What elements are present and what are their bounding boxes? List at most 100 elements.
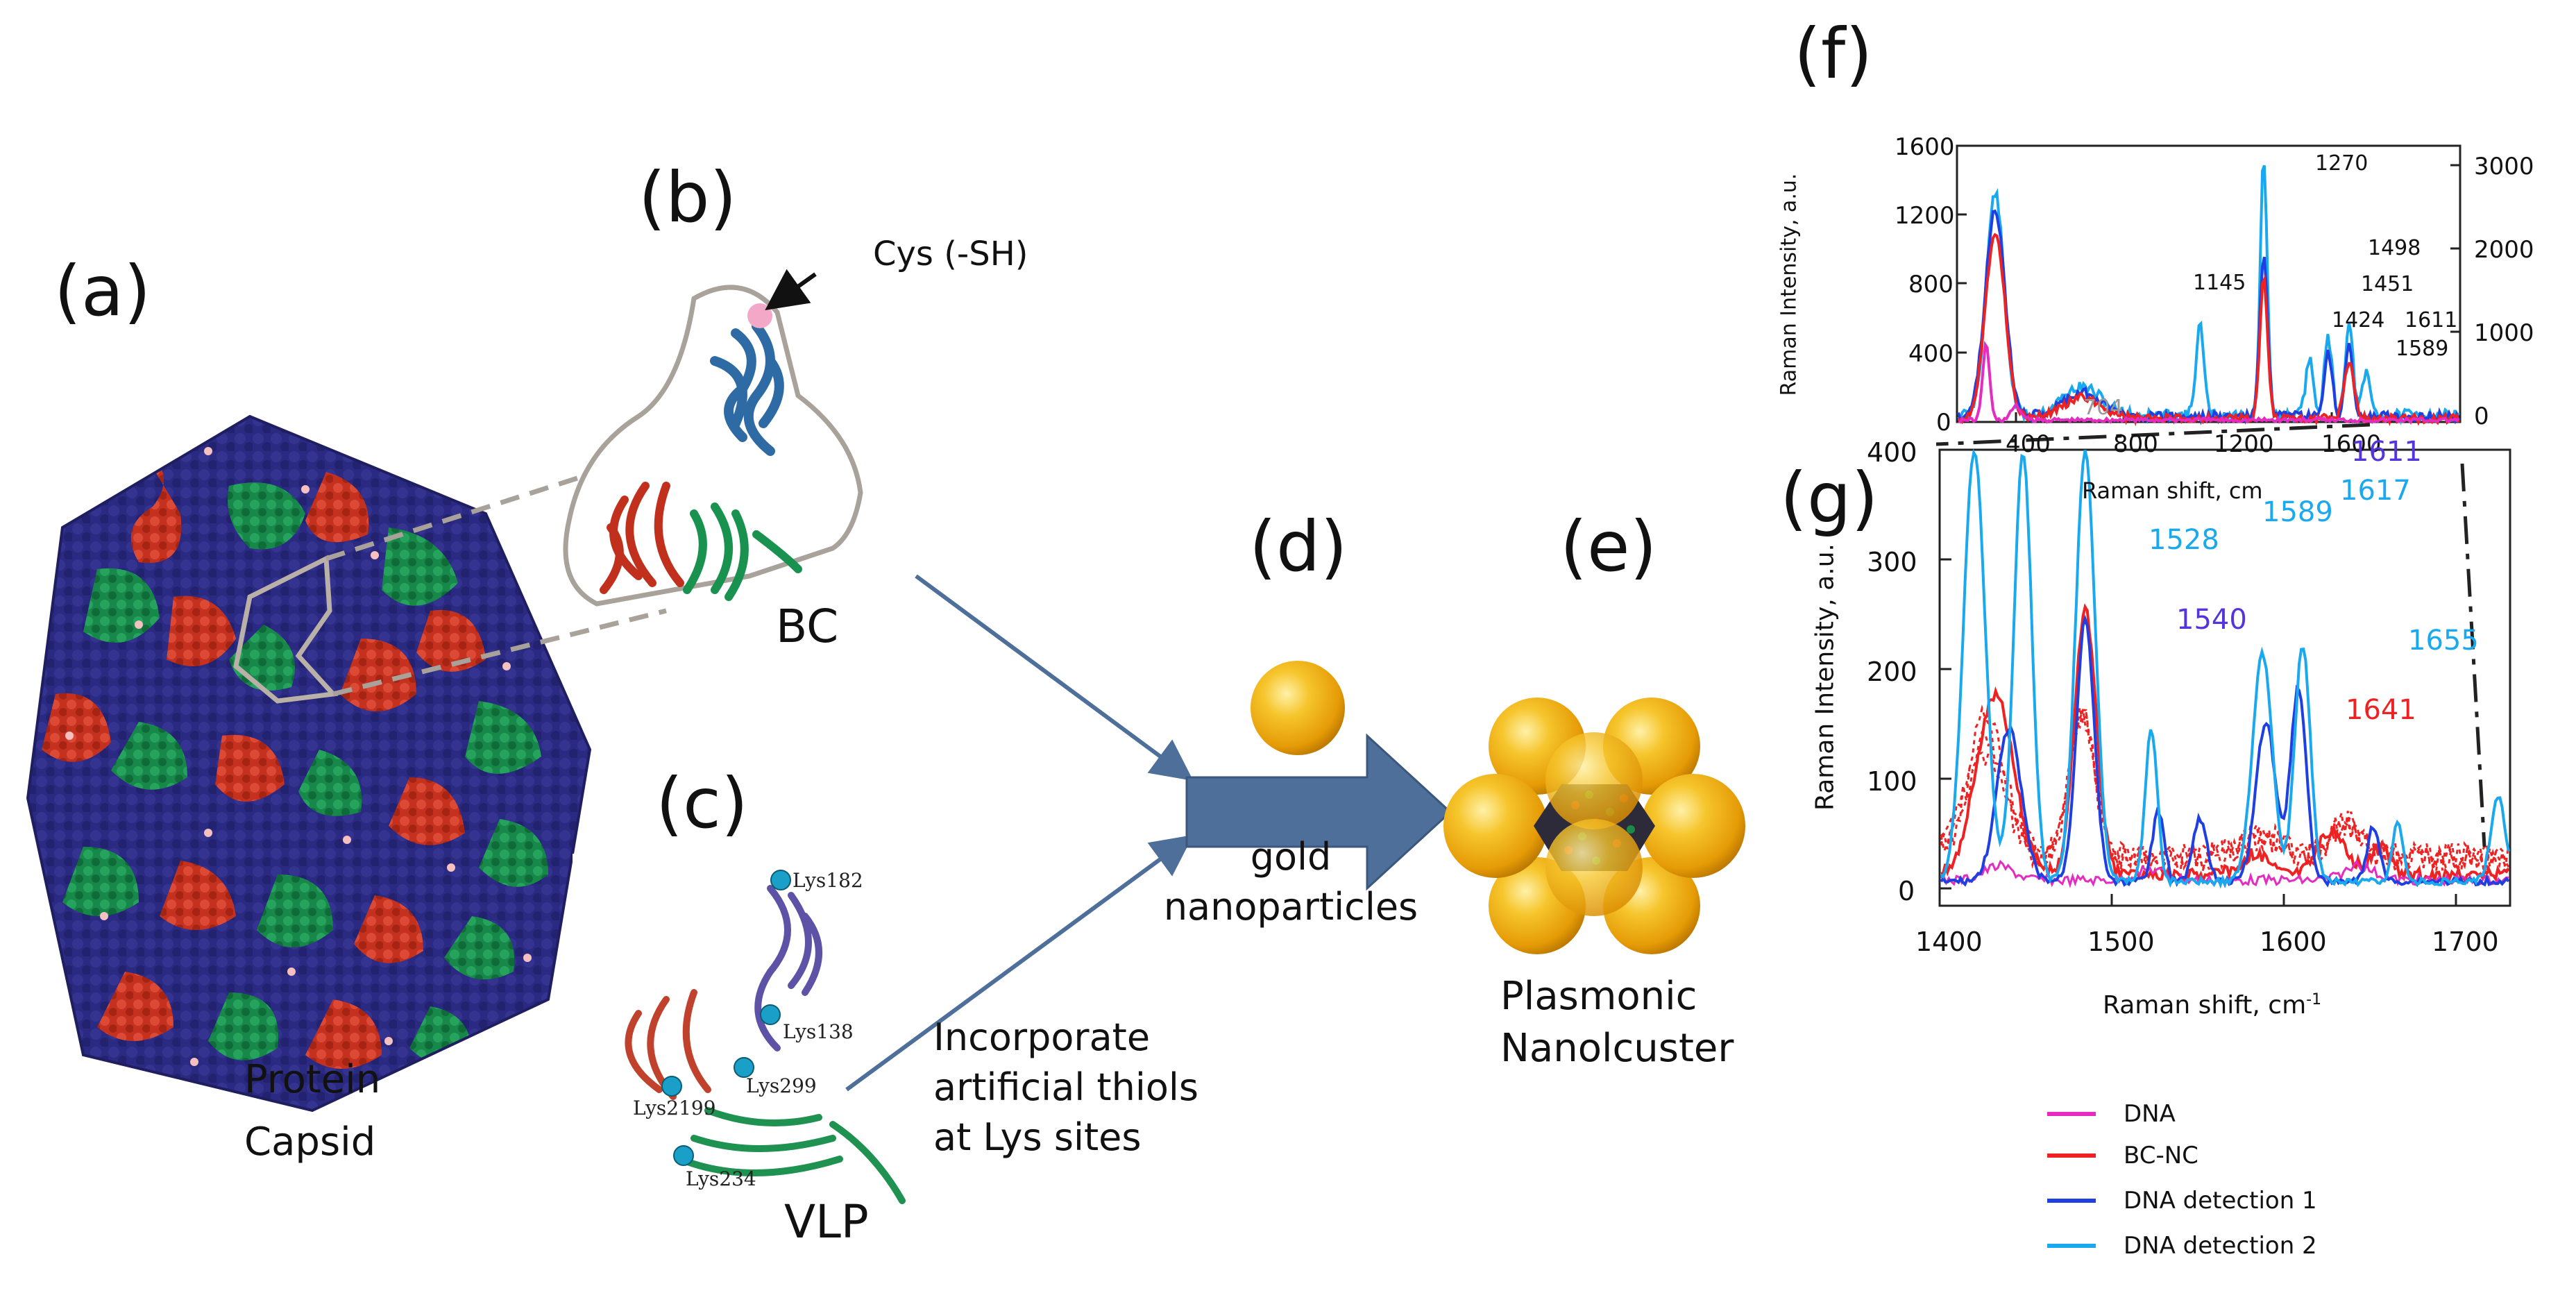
residue-label-lys299: Lys299: [746, 1074, 817, 1097]
zoom-lines-a-to-b: [325, 469, 667, 697]
panel-label-b: (b): [638, 157, 737, 238]
vlp-protein-structure: [573, 854, 920, 1222]
legend-swatch: [2047, 1153, 2096, 1158]
legend-swatch: [2047, 1244, 2096, 1248]
chart-f-peak-1498: 1498: [2368, 236, 2421, 260]
nanocluster-caption-line2: Nanolcuster: [1500, 1026, 1734, 1071]
chart-g-xtick-1600: 1600: [2260, 927, 2327, 957]
chart-g-ytick-0: 0: [1898, 876, 1915, 906]
legend-label: DNA detection 1: [2124, 1187, 2317, 1215]
residue-label-lys182: Lys182: [793, 869, 863, 892]
legend-item: BC-NC: [2047, 1142, 2198, 1169]
chart-g-series-bc-nc-dotted: [1940, 704, 2510, 875]
chart-f-ylabel: Raman Intensity, a.u.: [1777, 173, 1802, 396]
capsid-caption-line2: Capsid: [244, 1119, 376, 1165]
chart-g-ytick-400: 400: [1867, 437, 1917, 468]
chart-g-series-dna-detection-2: [1940, 448, 2510, 889]
chart-g-ylabel: Raman Intensity, a.u.: [1811, 543, 1840, 811]
cys-annotation: Cys (-SH): [873, 235, 1028, 273]
chart-f-ytick-right-0: 0: [2474, 403, 2489, 430]
chart-g-series-bc-nc-dotted: [1940, 707, 2509, 874]
chart-f-ytick-left-1600: 1600: [1895, 133, 1955, 161]
incorporate-line3: at Lys sites: [933, 1115, 1142, 1159]
chart-g-ytick-200: 200: [1867, 657, 1917, 687]
zoom-lines-f-to-g: [1935, 423, 2486, 847]
residue-label-lys2199: Lys2199: [633, 1097, 716, 1119]
residue-label-lys234: Lys234: [686, 1167, 756, 1190]
chart-f-xtick-800: 800: [2113, 430, 2158, 458]
chart-g-peak-1617: 1617: [2340, 475, 2411, 507]
incorporate-line2: artificial thiols: [933, 1065, 1199, 1109]
chart-g-ytick-100: 100: [1867, 766, 1917, 797]
panel-label-e: (e): [1560, 506, 1657, 587]
chart-g-peak-1528: 1528: [2149, 524, 2219, 556]
panel-label-c: (c): [656, 763, 749, 844]
vlp-caption: VLP: [784, 1195, 869, 1249]
chart-f-xtick-1200: 1200: [2214, 430, 2274, 458]
chart-f-peak-1424: 1424: [2332, 308, 2385, 332]
gold-caption-line1: gold: [1250, 835, 1332, 879]
chart-g-peak-1540: 1540: [2176, 604, 2247, 636]
chart-g-series-bc-nc-dotted: [1940, 709, 2510, 874]
chart-g-xtick-1500: 1500: [2087, 927, 2155, 957]
nanocluster-caption-line1: Plasmonic: [1500, 974, 1697, 1019]
legend-label: BC-NC: [2124, 1142, 2198, 1169]
legend-item: DNA detection 2: [2047, 1232, 2317, 1260]
chart-f-peak-1451: 1451: [2361, 272, 2414, 296]
chart-f-ytick-right-1000: 1000: [2474, 319, 2534, 347]
chart-f-ytick-left-800: 800: [1908, 271, 1954, 298]
chart-f-xtick-1600: 1600: [2321, 430, 2382, 458]
panel-label-a: (a): [54, 251, 151, 332]
chart-f-peak-1589: 1589: [2396, 337, 2449, 361]
chart-g-peak-1641: 1641: [2346, 694, 2416, 726]
big-arrow: [1185, 733, 1452, 891]
legend-item: DNA: [2047, 1100, 2176, 1128]
chart-g-xlabel: Raman shift, cm-1: [2103, 991, 2321, 1020]
chart-g-xtick-1400: 1400: [1915, 927, 1983, 957]
legend-label: DNA detection 2: [2124, 1232, 2317, 1260]
legend-item: DNA detection 1: [2047, 1187, 2317, 1215]
panel-label-g: (g): [1780, 457, 1879, 539]
panel-label-f: (f): [1794, 13, 1873, 94]
residue-label-lys138: Lys138: [783, 1020, 854, 1043]
chart-f-xtick-400: 400: [2006, 430, 2051, 458]
incorporate-line1: Incorporate: [933, 1015, 1151, 1059]
chart-f-peak-704: 704: [2083, 396, 2124, 420]
legend-swatch: [2047, 1199, 2096, 1203]
chart-g-ytick-300: 300: [1867, 547, 1917, 577]
chart-f-ytick-left-0: 0: [1936, 409, 1951, 437]
gold-nanoparticle: [1251, 661, 1345, 755]
process-arrows: [845, 574, 1194, 1092]
chart-g-xlabel-text: Raman shift, cm: [2103, 991, 2307, 1020]
legend-swatch: [2047, 1112, 2096, 1116]
chart-f-ytick-left-400: 400: [1908, 340, 1954, 368]
plasmonic-nanocluster: [1443, 698, 1745, 954]
chart-g-spectra: [1940, 448, 2510, 889]
chart-f-xlabel: Raman shift, cm: [2082, 478, 2263, 504]
chart-g-tick-marks: [1938, 448, 2457, 906]
chart-f-series-dna: [1958, 340, 2460, 424]
chart-g-xtick-1700: 1700: [2432, 927, 2499, 957]
chart-f-peak-1611: 1611: [2405, 308, 2458, 332]
bc-protein-structure: [563, 269, 863, 607]
legend-label: DNA: [2124, 1100, 2176, 1128]
chart-f-ytick-left-1200: 1200: [1895, 202, 1955, 230]
bc-caption: BC: [776, 600, 839, 653]
chart-f-ytick-right-3000: 3000: [2474, 153, 2534, 180]
panel-label-d: (d): [1249, 506, 1348, 587]
chart-g-frame: [1938, 448, 2511, 907]
chart-f-peak-1145: 1145: [2193, 271, 2246, 295]
chart-g-peak-1611: 1611: [2351, 436, 2422, 468]
chart-g-peak-1655: 1655: [2408, 625, 2479, 657]
chart-f-spectra: [1957, 164, 2460, 427]
gold-caption-line2: nanoparticles: [1163, 885, 1418, 929]
chart-f-ytick-right-2000: 2000: [2474, 236, 2534, 264]
chart-f-peak-1270: 1270: [2315, 151, 2369, 176]
chart-f-series-dna-detection-2: [1957, 164, 2460, 425]
chart-f-series-bc-nc: [1958, 233, 2460, 427]
capsid-caption-line1: Protein: [244, 1057, 381, 1102]
chart-g-peak-1589: 1589: [2262, 496, 2333, 528]
chart-g-xlabel-exponent: -1: [2306, 991, 2322, 1008]
